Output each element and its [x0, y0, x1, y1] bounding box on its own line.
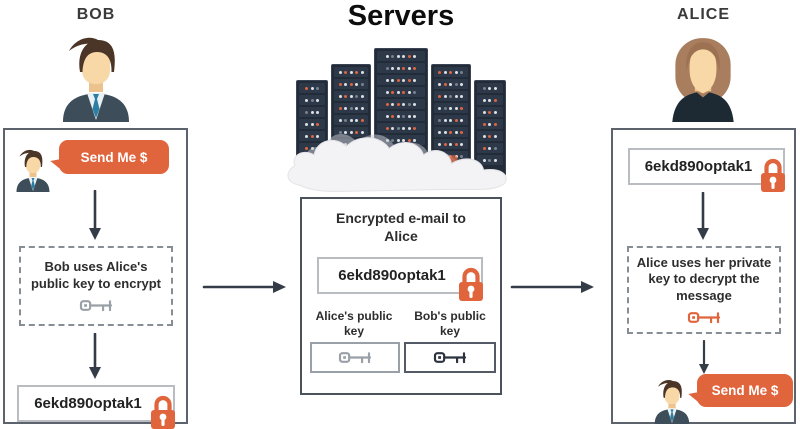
server-rack: [473, 80, 506, 176]
arrow-down-icon: [697, 192, 709, 240]
bob-small-avatar-icon: [13, 148, 53, 192]
alice-decrypt-step: Alice uses her private key to decrypt th…: [627, 246, 781, 334]
bob-message-bubble: Send Me $: [49, 140, 169, 174]
arrow-right-icon: [510, 281, 594, 293]
bob-avatar-icon: [56, 34, 136, 122]
lock-icon: [758, 155, 788, 193]
bob-panel: Send Me $ Bob uses Alice's public key to…: [3, 128, 188, 424]
key-icon: [338, 350, 372, 365]
bubble-tail: [49, 156, 66, 172]
bob-public-key-box: [404, 342, 496, 373]
bob-label: BOB: [76, 6, 116, 23]
bob-message-text: Send Me $: [80, 149, 148, 165]
key-icon: [79, 298, 113, 313]
bob-public-key-label: Bob's public key: [414, 309, 486, 338]
servers-label: Servers: [347, 0, 455, 32]
lock-icon: [148, 392, 178, 429]
encrypted-mail-title: Encrypted e-mail to Alice: [336, 210, 466, 245]
key-icon: [433, 350, 467, 365]
arrow-down-icon: [89, 190, 101, 240]
arrow-down-icon: [699, 340, 709, 374]
bubble-tail: [687, 389, 704, 405]
key-icon: [687, 310, 721, 325]
arrow-down-icon: [89, 333, 101, 379]
alice-decrypt-note: Alice uses her private key to decrypt th…: [636, 255, 772, 303]
server-illustration: [287, 44, 507, 192]
arrow-right-icon: [202, 281, 286, 293]
alice-avatar-icon: [660, 32, 746, 122]
server-panel: Encrypted e-mail to Alice 6ekd890optak1 …: [300, 197, 502, 395]
alice-panel: 6ekd890optak1 Alice uses her private key…: [611, 128, 796, 424]
server-ciphertext-box: 6ekd890optak1: [317, 257, 483, 294]
alice-public-key-box: [310, 342, 400, 373]
lock-icon: [456, 264, 486, 302]
ciphertext: 6ekd890optak1: [644, 158, 753, 175]
ciphertext: 6ekd890optak1: [338, 267, 446, 284]
cloud-icon: [287, 134, 507, 192]
bob-encrypt-step: Bob uses Alice's public key to encrypt: [19, 246, 173, 326]
ciphertext: 6ekd890optak1: [34, 395, 142, 412]
alice-label: ALICE: [677, 6, 730, 23]
alice-ciphertext-box: 6ekd890optak1: [628, 148, 785, 185]
bob-ciphertext-box: 6ekd890optak1: [17, 385, 175, 422]
decrypted-message-bubble: Send Me $: [687, 374, 793, 407]
alice-public-key-label: Alice's public key: [315, 309, 393, 338]
decrypted-message-text: Send Me $: [711, 383, 779, 398]
bob-encrypt-note: Bob uses Alice's public key to encrypt: [30, 259, 162, 291]
